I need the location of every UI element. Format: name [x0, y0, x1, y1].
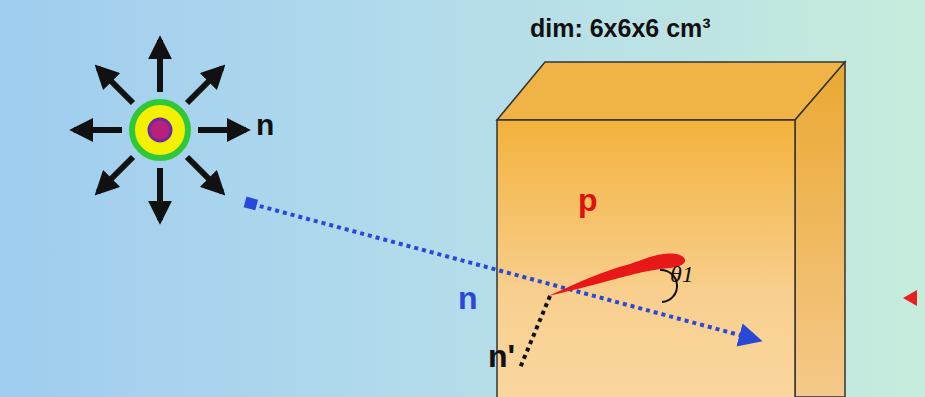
scattered-neutron: [520, 296, 550, 368]
edge-arrow: [903, 290, 917, 306]
neutron-start: [244, 197, 258, 211]
dimension-label: dim: 6x6x6 cm³: [530, 16, 711, 41]
neutron-source: [74, 40, 246, 220]
angle-label: θ1: [670, 262, 694, 286]
source-ring: [132, 102, 188, 158]
detector-cube: [497, 62, 845, 397]
source-core: [149, 119, 171, 141]
neutron-path: [252, 204, 758, 340]
particle-label: p: [578, 184, 598, 216]
particle-label: n': [488, 340, 515, 372]
particle-label: n: [256, 110, 274, 140]
particle-label: n: [458, 282, 478, 314]
proton-track: [548, 254, 685, 296]
